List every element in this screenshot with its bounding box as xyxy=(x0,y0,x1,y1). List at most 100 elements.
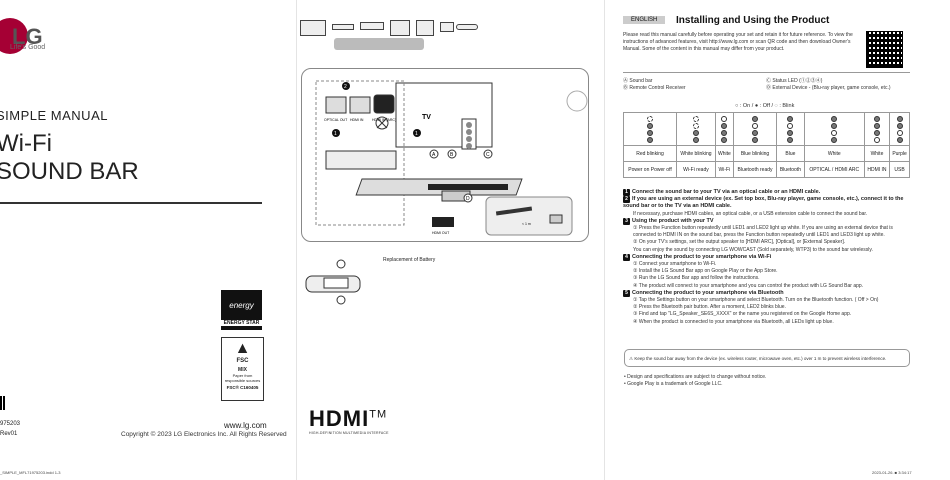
step-3-text: Using the product with your TV xyxy=(632,217,714,224)
led-color-cell: Blue blinking xyxy=(732,145,778,162)
led-icon-cell xyxy=(803,112,865,146)
distance-label: < 1 m xyxy=(522,222,531,226)
led-color-cell: Purple xyxy=(889,145,910,162)
note-item: • Design and specifications are subject … xyxy=(624,374,767,380)
part-b: Ⓑ Remote Control Receiver xyxy=(623,85,686,91)
led-meaning-cell: OPTICAL / HDMI ARC xyxy=(803,161,865,178)
step-2-number: 2 xyxy=(344,84,347,90)
led-off-icon xyxy=(647,129,653,136)
led-off-icon xyxy=(873,129,880,136)
step-3-sub: ② On your TV's settings, set the output … xyxy=(633,239,846,246)
connection-panel xyxy=(315,80,405,226)
step-5-text: Connecting the product to your smartphon… xyxy=(632,289,784,296)
step-2-sub: If necessary, purchase HDMI cables, an o… xyxy=(633,210,868,217)
led-blink-icon xyxy=(647,115,653,122)
step-1-text: Connect the sound bar to your TV via an … xyxy=(632,189,821,195)
led-on-icon xyxy=(831,129,838,136)
part-a: Ⓐ Sound bar xyxy=(623,78,653,84)
brand-tagline: Life's Good xyxy=(10,44,46,51)
led-color-cell: White xyxy=(863,145,891,162)
fsc-logo: ▲ FSC MIX Paper from responsible sources… xyxy=(221,337,264,401)
led-icon-cell xyxy=(889,112,910,146)
led-off-icon xyxy=(873,122,880,129)
date-footer: 2023-01-26. ■ 3:34:17 xyxy=(872,470,912,475)
label-a: A xyxy=(432,152,436,158)
energy-star-label: ENERGY STAR xyxy=(221,320,262,326)
led-meaning-cell: Bluetooth xyxy=(776,161,805,178)
battery-icon xyxy=(390,20,410,36)
router-shape xyxy=(549,214,563,224)
hdmi-arc-port-icon xyxy=(373,94,395,114)
hdmi-subtitle: HIGH-DEFINITION MULTIMEDIA INTERFACE xyxy=(309,431,389,435)
accessories-row xyxy=(300,18,480,40)
part-d: Ⓓ External Device - (Blu-ray player, gam… xyxy=(766,85,891,91)
step-5-sub: ① Tap the Settings button on your smartp… xyxy=(633,297,879,304)
step-5-number: 5 xyxy=(623,289,630,297)
led-dot xyxy=(466,129,472,135)
remote-icon xyxy=(300,20,326,36)
screw-icon xyxy=(440,22,454,32)
remote-sensor-shape xyxy=(566,90,588,112)
hdmi-in-port-icon xyxy=(349,96,371,114)
brand-name: LG xyxy=(12,24,43,49)
led-off-icon xyxy=(752,129,759,136)
product-title-line1: Wi-Fi xyxy=(0,130,52,157)
soundbar-front xyxy=(428,184,508,190)
led-blink-icon xyxy=(692,115,699,122)
led-off-icon xyxy=(831,136,838,143)
hdmi-logo: HDMITM xyxy=(309,406,387,432)
led-status-table: Red blinking White blinking White Blue b… xyxy=(622,112,910,178)
step-3-sub: You can enjoy the sound by connecting LG… xyxy=(633,246,873,253)
energy-star-logo: energy ENERGY STAR xyxy=(221,290,262,330)
hdmi-arc-label: HDMI IN (ARC) xyxy=(372,118,396,122)
optical-label: OPTICAL OUT xyxy=(324,118,348,122)
step-4-sub: ③ Run the LG Sound Bar app and follow th… xyxy=(633,275,760,282)
language-badge: ENGLISH xyxy=(623,16,666,24)
tv-shape xyxy=(395,82,493,148)
led-on-icon xyxy=(787,122,794,129)
led-icon-cell xyxy=(863,112,891,146)
part-c: Ⓒ Status LED (①②③④) xyxy=(766,78,823,84)
qr-code-icon xyxy=(866,31,903,68)
led-on-icon xyxy=(721,115,728,122)
tree-icon: ▲ xyxy=(234,340,251,357)
led-off-icon xyxy=(721,129,728,136)
led-icon-cell xyxy=(676,112,716,146)
led-meaning-row: Power on Power off Wi-Fi ready Wi-Fi Blu… xyxy=(622,161,910,178)
part-c-label: Status LED (①②③④) xyxy=(772,78,823,84)
led-off-icon xyxy=(787,115,794,122)
led-on-icon xyxy=(873,136,880,143)
warning-icon: ⚠ xyxy=(629,356,634,361)
led-icon-cell xyxy=(622,112,678,146)
battery-cover xyxy=(323,277,349,289)
led-color-cell: White xyxy=(803,145,865,162)
cover-divider xyxy=(0,202,262,204)
led-color-cell: Blue xyxy=(776,145,805,162)
note-item: • Google Play is a trademark of Google L… xyxy=(624,381,723,387)
led-dot xyxy=(466,143,472,149)
lg-logo-icon xyxy=(0,18,28,54)
remote-icon xyxy=(360,22,384,30)
part-b-label: Remote Control Receiver xyxy=(629,85,686,91)
part-d-label: External Device - (Blu-ray player, game … xyxy=(772,85,891,91)
led-icon-row xyxy=(622,112,910,146)
led-off-icon xyxy=(831,115,838,122)
step-5-sub: ② Press the Bluetooth pair button. After… xyxy=(633,304,786,311)
step-marker xyxy=(336,295,346,305)
led-off-icon xyxy=(647,136,653,143)
label-b-marker xyxy=(447,149,457,159)
step-4-number: 4 xyxy=(623,253,630,261)
label-c-marker xyxy=(483,149,493,159)
power-cord-icon xyxy=(456,24,478,30)
fsc-mix: MIX xyxy=(238,367,247,373)
step-4-text: Connecting the product to your smartphon… xyxy=(632,253,772,260)
hdmi-out-label: HDMI OUT xyxy=(432,231,450,235)
website: www.lg.com xyxy=(224,421,267,430)
notes: • Design and specifications are subject … xyxy=(624,374,766,388)
panel-divider xyxy=(296,0,297,480)
manual-label: SIMPLE MANUAL xyxy=(0,108,108,123)
file-footer: _SIMPLE_MFL71975203.indd 1-3 xyxy=(0,470,61,475)
revision: Rev01 xyxy=(0,431,18,437)
